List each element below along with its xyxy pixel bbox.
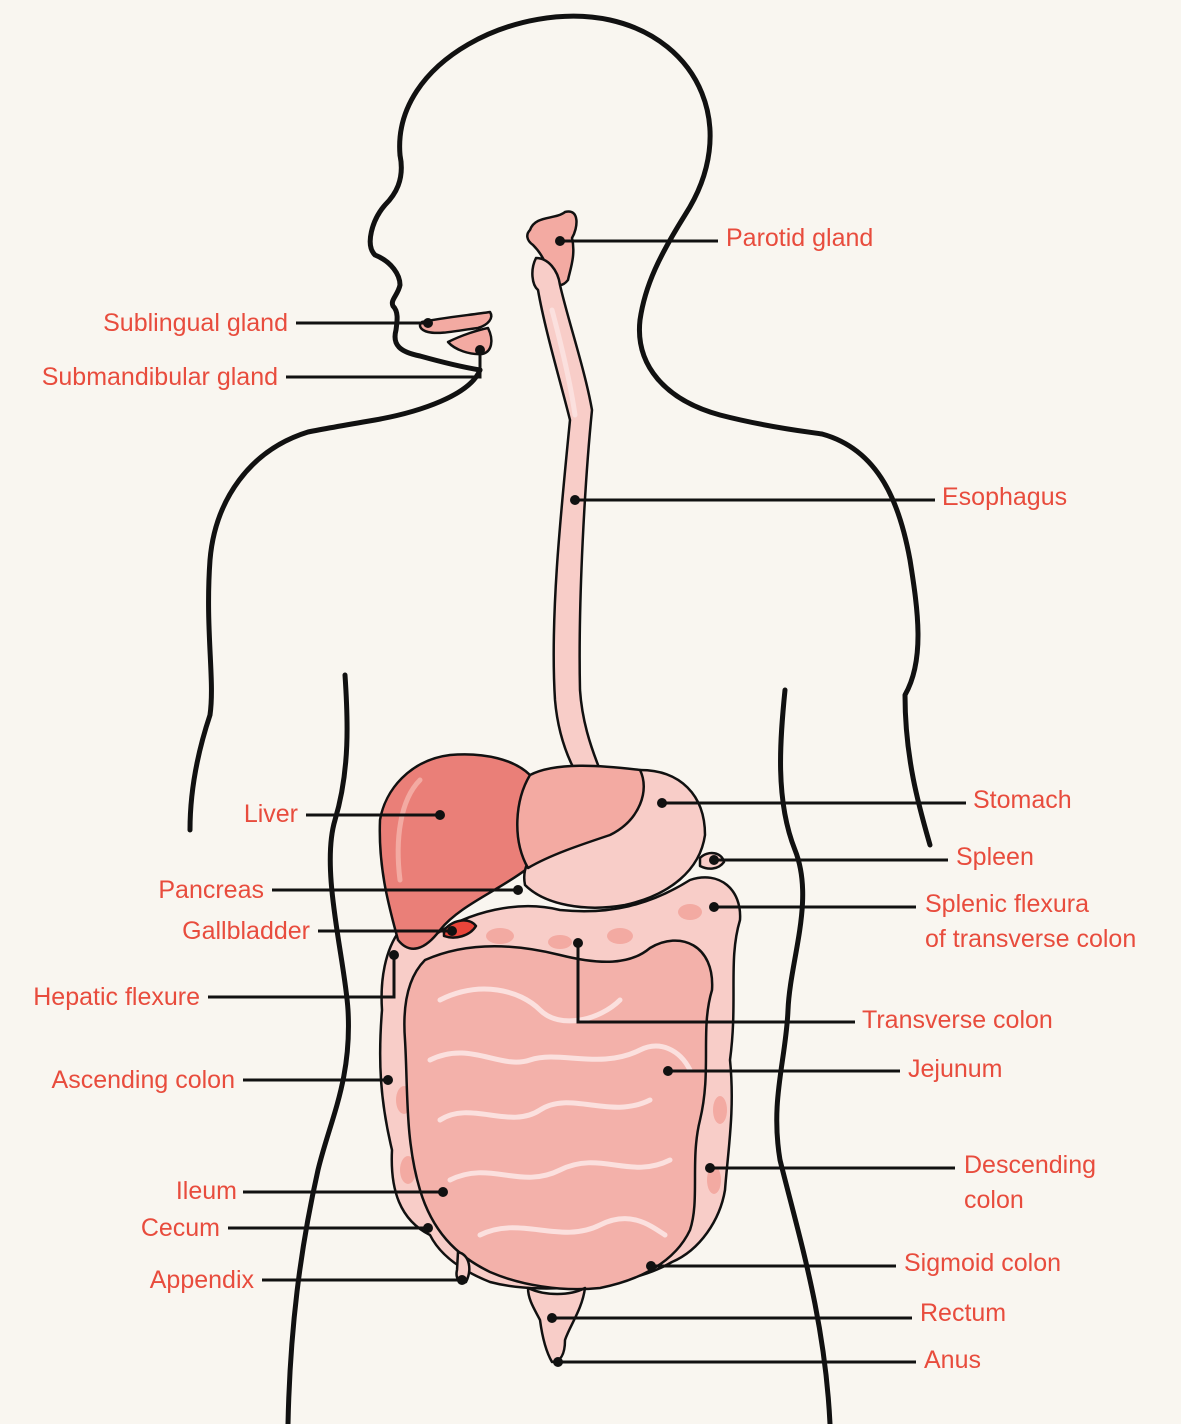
- label-splenic-flexura-line2: of transverse colon: [925, 925, 1136, 953]
- pointer-dot: [383, 1075, 393, 1085]
- pointer-dot: [553, 1357, 563, 1367]
- label-sigmoid-colon: Sigmoid colon: [904, 1249, 1061, 1277]
- label-rectum: Rectum: [920, 1299, 1006, 1327]
- label-spleen: Spleen: [956, 843, 1034, 871]
- pointer-dot: [423, 1223, 433, 1233]
- label-anus: Anus: [924, 1346, 981, 1374]
- left-torso-outline: [288, 675, 348, 1424]
- pointer-dot: [513, 885, 523, 895]
- pointer-dot: [423, 318, 433, 328]
- colon-haustra: [607, 928, 633, 944]
- label-liver: Liver: [244, 800, 298, 828]
- pointer-dot: [555, 236, 565, 246]
- pointer-dot: [475, 345, 485, 355]
- pointer-dot: [389, 950, 399, 960]
- pointer-dot: [646, 1261, 656, 1271]
- pointer-dot: [435, 810, 445, 820]
- pointer-dot: [547, 1313, 557, 1323]
- label-ileum: Ileum: [176, 1177, 237, 1205]
- head-back-outline: [400, 16, 930, 845]
- colon-haustra: [678, 904, 702, 920]
- pointer-dot: [709, 902, 719, 912]
- pointer-dot: [709, 855, 719, 865]
- label-gallbladder: Gallbladder: [182, 917, 310, 945]
- pointer-dot: [438, 1187, 448, 1197]
- right-torso-outline: [777, 690, 830, 1424]
- colon-haustra: [548, 935, 572, 949]
- pointer-dot: [705, 1163, 715, 1173]
- label-sublingual-gland: Sublingual gland: [103, 309, 288, 337]
- small-intestine-group: [404, 941, 712, 1290]
- label-stomach: Stomach: [973, 786, 1072, 814]
- label-jejunum: Jejunum: [908, 1055, 1003, 1083]
- label-hepatic-flexure: Hepatic flexure: [33, 983, 200, 1011]
- esophagus-group: [532, 258, 600, 780]
- rectum-shape: [528, 1288, 585, 1362]
- leader-hepatic-flexure: [208, 955, 394, 997]
- colon-haustra: [713, 1096, 727, 1124]
- label-parotid-gland: Parotid gland: [726, 224, 873, 252]
- label-descending-colon-line1: Descending: [964, 1151, 1096, 1179]
- pointer-dot: [570, 495, 580, 505]
- label-splenic-flexura-line1: Splenic flexura: [925, 890, 1089, 918]
- label-descending-colon-line2: colon: [964, 1186, 1024, 1214]
- pointer-dot: [663, 1066, 673, 1076]
- pointer-dot: [573, 938, 583, 948]
- label-ascending-colon: Ascending colon: [52, 1066, 235, 1094]
- label-transverse-colon: Transverse colon: [862, 1006, 1053, 1034]
- label-appendix: Appendix: [150, 1266, 255, 1294]
- label-cecum: Cecum: [141, 1214, 220, 1242]
- esophagus-shape: [532, 258, 600, 780]
- label-submandibular-gland: Submandibular gland: [42, 363, 278, 391]
- label-pancreas: Pancreas: [158, 876, 264, 904]
- pointer-dot: [657, 798, 667, 808]
- colon-haustra: [486, 928, 514, 944]
- label-esophagus: Esophagus: [942, 483, 1067, 511]
- pointer-dot: [447, 926, 457, 936]
- pointer-dot: [457, 1275, 467, 1285]
